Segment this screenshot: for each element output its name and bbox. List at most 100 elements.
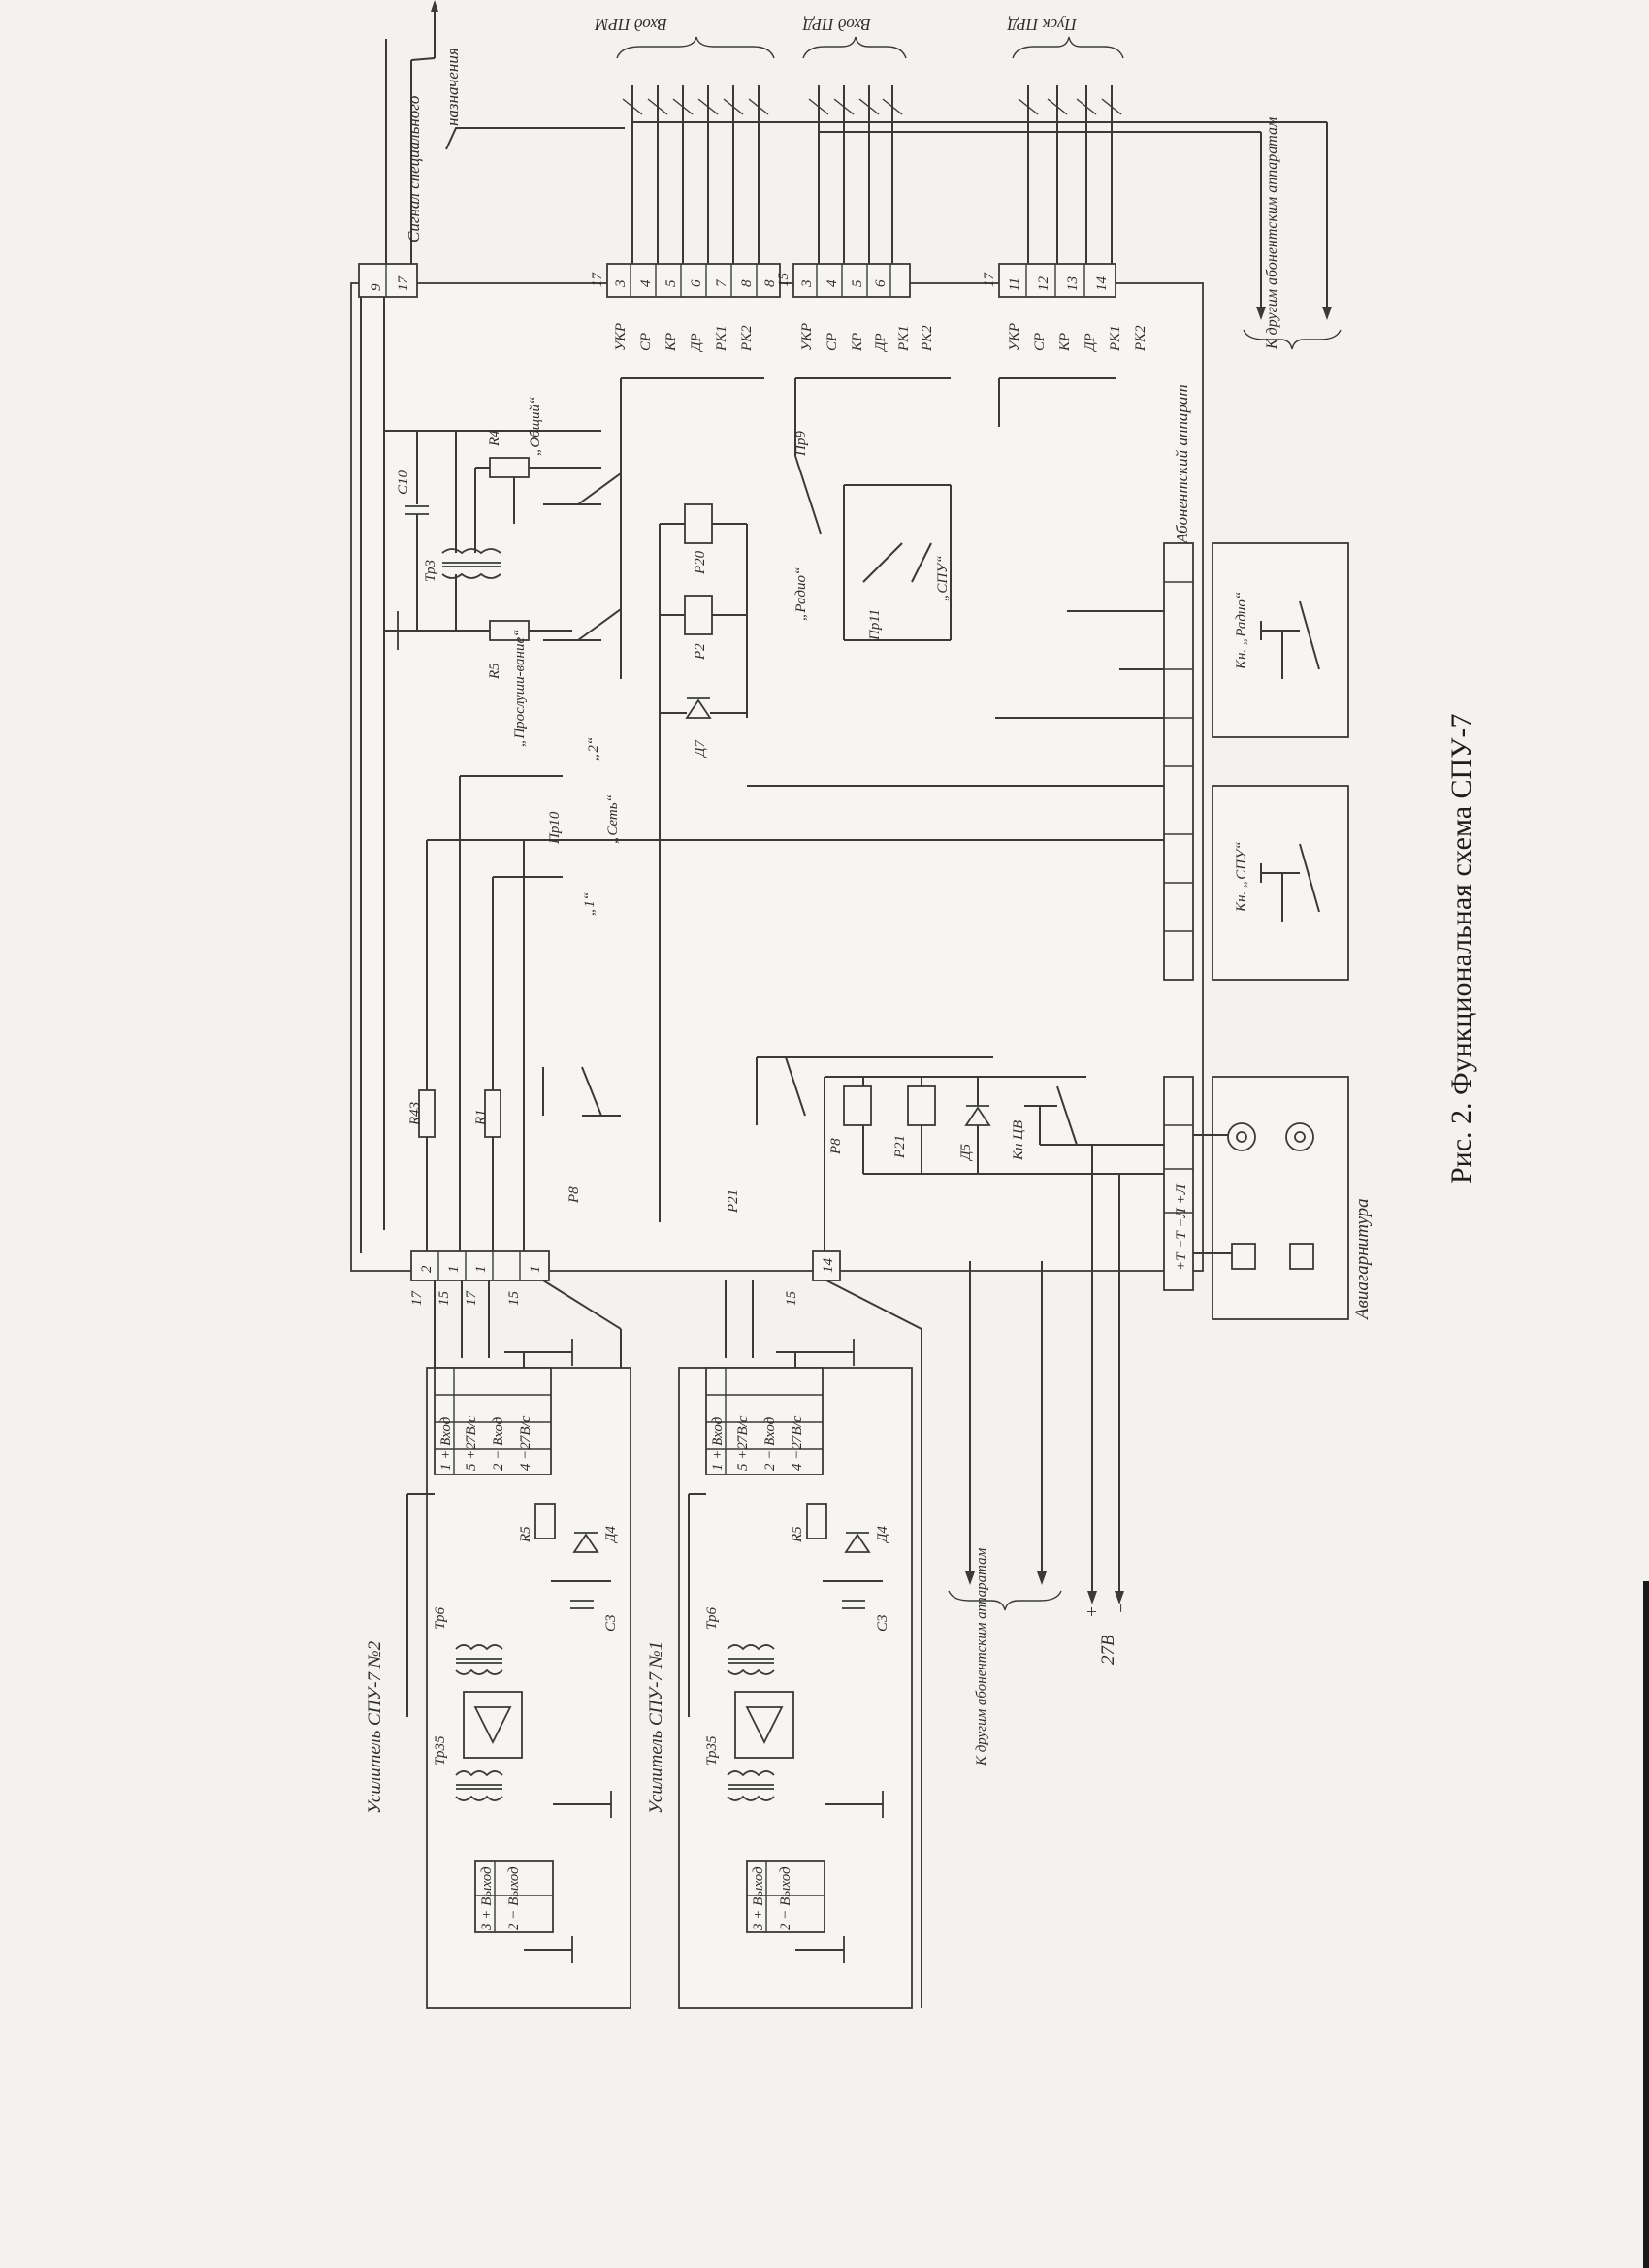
label-pos-2: „2“ bbox=[586, 737, 601, 761]
amp1-term-out-1: 2 − Выход bbox=[778, 1866, 793, 1930]
mid-pin-strip bbox=[1163, 542, 1194, 1291]
label-common: „Общий“ bbox=[528, 397, 543, 456]
label-c10: С10 bbox=[396, 470, 411, 495]
amp2-d4: Д4 bbox=[603, 1525, 619, 1544]
button-radio-box bbox=[1212, 542, 1349, 738]
conn-c-name-4: РК1 bbox=[1108, 325, 1123, 352]
bottom-pin-header-0: 17 bbox=[409, 1290, 425, 1307]
amp-2-title: Усилитель СПУ-7 №2 bbox=[365, 1640, 385, 1814]
label-r8: Р8 bbox=[566, 1186, 582, 1204]
amp2-tr35: Тр35 bbox=[433, 1735, 448, 1766]
label-btn-radio: Кн. „Радио“ bbox=[1234, 592, 1249, 670]
conn-b-name-1: СР bbox=[824, 333, 840, 351]
conn-b-name-3: ДР bbox=[873, 333, 889, 353]
switch-pr11-group bbox=[794, 377, 1116, 641]
conn-b-name-0: УКР bbox=[799, 323, 815, 351]
amp2-term-out-1: 2 − Выход bbox=[506, 1866, 522, 1930]
amp1-term-in-2: 2 − Вход bbox=[762, 1416, 778, 1471]
bottom-pin-header-1: 15 bbox=[436, 1291, 452, 1307]
amp1-d4: Д4 bbox=[875, 1525, 890, 1544]
conn-a-name-3: ДР bbox=[689, 333, 704, 353]
label-p8b: Р8 bbox=[828, 1138, 844, 1155]
pin-block-9-17 bbox=[358, 263, 418, 298]
label-p21b: Р21 bbox=[892, 1135, 908, 1159]
label-d7: Д7 bbox=[693, 738, 708, 759]
bus-ticks bbox=[622, 98, 1122, 115]
top-braces bbox=[616, 36, 1124, 59]
power-label: 27В bbox=[1098, 1635, 1118, 1665]
label-tr3: Тр3 bbox=[423, 560, 438, 582]
amp2-c3: С3 bbox=[603, 1614, 619, 1632]
conn-a-name-5: РК2 bbox=[739, 325, 755, 352]
conn-a-name-4: РК1 bbox=[714, 325, 729, 352]
amplifier-1 bbox=[678, 1339, 913, 2009]
conn-a-name-0: УКР bbox=[613, 323, 629, 351]
connector-a-header: 17 bbox=[590, 272, 605, 288]
prd-start-label: Пуск ПРД bbox=[1006, 16, 1078, 34]
label-d5: Д5 bbox=[958, 1143, 974, 1162]
connector-b-header: 15 bbox=[776, 273, 792, 288]
conn-b-name-2: КР bbox=[850, 333, 865, 352]
relay-p8-p21-d5 bbox=[824, 1076, 1164, 1261]
conn-b-name-5: РК2 bbox=[920, 325, 935, 352]
conn-a-pin-2: 5 bbox=[663, 279, 679, 287]
lower-resistors bbox=[418, 775, 993, 1261]
conn-a-pin-6: 8 bbox=[762, 279, 778, 287]
bottom-pin-3: 1 bbox=[528, 1266, 543, 1274]
label-headset-pins: +Т −Т −Л +Л bbox=[1174, 1183, 1189, 1271]
power-plus: + bbox=[1083, 1605, 1103, 1618]
button-spu-box bbox=[1212, 785, 1349, 981]
label-radio: „Радио“ bbox=[793, 567, 809, 621]
bottom-pin-header-3: 15 bbox=[506, 1291, 522, 1307]
transformer-tr3-group bbox=[384, 377, 640, 679]
amp2-term-in-3: 4 −27В/с bbox=[518, 1415, 534, 1471]
conn-c-pin-1: 12 bbox=[1036, 276, 1051, 292]
conn-c-name-2: КР bbox=[1057, 333, 1073, 352]
subscriber-device-label: Абонентский аппарат bbox=[1173, 384, 1191, 544]
scan-edge-bar bbox=[1643, 1581, 1649, 2268]
prm-input-label: Вход ПРМ bbox=[594, 16, 667, 34]
conn-c-name-5: РК2 bbox=[1133, 325, 1148, 352]
bottom-pin-header-4: 15 bbox=[784, 1291, 799, 1307]
connector-row-prm bbox=[606, 263, 781, 298]
label-r21: Р21 bbox=[726, 1189, 741, 1214]
label-spu: „СПУ“ bbox=[935, 555, 951, 601]
prm-bus-lines bbox=[631, 85, 1113, 264]
conn-c-pin-0: 11 bbox=[1007, 277, 1022, 291]
headset-box bbox=[1193, 1076, 1349, 1320]
connector-row-start bbox=[998, 263, 1116, 298]
conn-b-pin-2: 5 bbox=[850, 279, 865, 287]
amp2-r5: R5 bbox=[518, 1526, 534, 1543]
conn-a-name-2: КР bbox=[663, 333, 679, 352]
amp1-r5: R5 bbox=[790, 1526, 805, 1543]
bottom-pin-header-2: 17 bbox=[464, 1290, 479, 1307]
conn-a-name-1: СР bbox=[638, 333, 654, 351]
conn-b-pin-1: 4 bbox=[824, 279, 840, 287]
label-pr11: Пр11 bbox=[867, 609, 883, 641]
label-pr9: Пр9 bbox=[793, 431, 809, 457]
headset-label: Авиагарнитура bbox=[1352, 1198, 1373, 1321]
label-p20: Р20 bbox=[693, 550, 708, 575]
conn-a-pin-0: 3 bbox=[613, 280, 629, 289]
label-pos-1: „1“ bbox=[582, 892, 598, 916]
special-signal-label-2: назначения bbox=[443, 48, 462, 126]
relay-group-p20-p2 bbox=[640, 377, 764, 1222]
amp2-tr6: Тр6 bbox=[433, 1607, 448, 1630]
label-r5: R5 bbox=[487, 663, 502, 680]
label-btn-cv: Кн ЦВ bbox=[1011, 1120, 1026, 1161]
label-r4: R4 bbox=[487, 430, 502, 447]
conn-c-name-0: УКР bbox=[1007, 323, 1022, 351]
amp1-tr6: Тр6 bbox=[704, 1607, 720, 1630]
label-r1: R1 bbox=[473, 1109, 489, 1126]
bottom-pin-2: 1 bbox=[473, 1266, 489, 1274]
amplifier-2 bbox=[406, 1339, 631, 2009]
conn-a-pin-5: 8 bbox=[739, 279, 755, 287]
conn-c-pin-2: 13 bbox=[1065, 276, 1081, 291]
conn-b-pin-3: 6 bbox=[873, 279, 889, 287]
amp1-term-out-0: 3 + Выход bbox=[751, 1866, 766, 1931]
conn-b-pin-0: 3 bbox=[799, 280, 815, 289]
label-r43: R43 bbox=[407, 1102, 423, 1126]
conn-c-name-3: ДР bbox=[1083, 333, 1098, 353]
label-p2: Р2 bbox=[693, 643, 708, 661]
